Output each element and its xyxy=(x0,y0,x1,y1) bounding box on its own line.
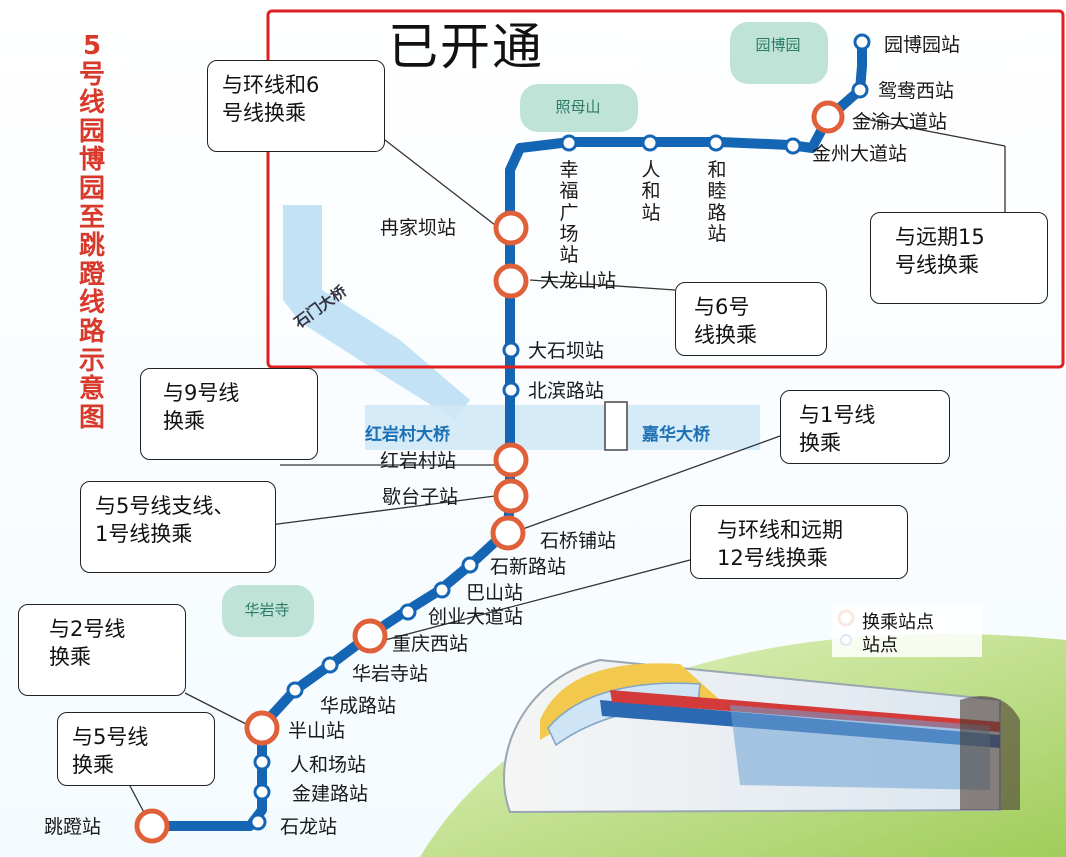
station-label: 大石坝站 xyxy=(528,340,605,362)
transfer-ring xyxy=(493,210,529,246)
park-yuanboyuan-label: 园博园 xyxy=(755,36,801,54)
station-dot xyxy=(286,681,304,699)
station-label: 红岩村站 xyxy=(380,450,457,472)
station-label: 人和场站 xyxy=(290,754,367,776)
map-title: 5号线园博园至跳蹬线路示意图 xyxy=(78,31,105,433)
station-label: 园博园站 xyxy=(884,34,961,56)
station-label: 幸福广场站 xyxy=(559,159,579,267)
station-label: 石桥铺站 xyxy=(540,530,617,552)
station-label: 石龙站 xyxy=(280,816,338,838)
station-dot xyxy=(502,341,520,359)
station-label: 创业大道站 xyxy=(428,606,524,628)
transfer-ring xyxy=(493,442,529,478)
transfer-ring xyxy=(493,263,529,299)
station-label: 金建路站 xyxy=(292,783,369,805)
transfer-ring xyxy=(134,808,170,844)
park-zhaomushan-label: 照母山 xyxy=(555,98,601,116)
park-zhaomushan-bg xyxy=(520,84,638,132)
bridge-pier xyxy=(604,401,628,451)
station-label: 鸳鸯西站 xyxy=(878,80,955,102)
callout-line1: 与1号线 换乘 xyxy=(780,390,950,464)
opened-label: 已开通 xyxy=(388,18,544,76)
station-label: 半山站 xyxy=(288,720,346,742)
station-label: 华岩寺站 xyxy=(352,663,429,685)
callout-leaders xyxy=(129,117,1006,821)
station-label: 人和站 xyxy=(641,159,661,224)
station-label: 金渝大道站 xyxy=(852,111,948,133)
bridge-jiahua-label: 嘉华大桥 xyxy=(642,425,710,445)
callout-loop-line12: 与环线和远期 12号线换乘 xyxy=(690,505,908,579)
legend: 换乘站点 站点 xyxy=(832,605,982,657)
park-yuanboyuan-bg xyxy=(730,22,828,84)
station-label: 冉家坝站 xyxy=(380,217,457,239)
station-label: 歇台子站 xyxy=(382,486,459,508)
callout-line15: 与远期15 号线换乘 xyxy=(870,212,1048,304)
callout-line5: 与5号线 换乘 xyxy=(57,712,215,786)
transfer-ring xyxy=(244,710,280,746)
transfer-ring xyxy=(490,515,526,551)
station-label: 金州大道站 xyxy=(812,143,908,165)
bridge-hongyancun-label: 红岩村大桥 xyxy=(365,425,450,445)
callout-line6: 与6号 线换乘 xyxy=(675,282,827,356)
legend-transfer-label: 换乘站点 xyxy=(862,612,934,633)
opened-section-frame xyxy=(266,9,1065,369)
train-illustration xyxy=(503,658,1020,814)
park-huayansi-bg xyxy=(222,585,314,637)
transfer-ring xyxy=(352,618,388,654)
callout-loop-line6: 与环线和6 号线换乘 xyxy=(207,60,385,152)
station-dot xyxy=(399,603,417,621)
callout-line2: 与2号线 换乘 xyxy=(18,604,186,696)
river-jiahua xyxy=(365,405,760,450)
station-markers xyxy=(249,33,871,831)
transfer-ring xyxy=(493,478,529,514)
station-dot xyxy=(641,134,659,152)
park-huayansi-label: 华岩寺 xyxy=(244,601,290,619)
station-dot xyxy=(853,33,871,51)
station-label: 石新路站 xyxy=(490,556,567,578)
station-dot xyxy=(560,134,578,152)
station-label: 跳蹬站 xyxy=(44,816,102,838)
station-label: 重庆西站 xyxy=(392,633,469,655)
station-label: 北滨路站 xyxy=(528,380,605,402)
station-dot xyxy=(707,134,725,152)
station-dot xyxy=(433,581,451,599)
transfer-ring xyxy=(811,100,845,134)
station-dot xyxy=(253,753,271,771)
station-dot xyxy=(851,81,869,99)
callout-line5branch-line1: 与5号线支线、 1号线换乘 xyxy=(80,481,276,573)
station-dot xyxy=(502,381,520,399)
legend-station-label: 站点 xyxy=(862,635,898,656)
station-label: 和睦路站 xyxy=(707,159,727,245)
station-dot xyxy=(249,813,267,831)
station-label: 华成路站 xyxy=(320,695,397,717)
station-label: 大龙山站 xyxy=(540,270,617,292)
callout-line9: 与9号线 换乘 xyxy=(140,368,318,460)
station-dot xyxy=(253,783,271,801)
station-dot xyxy=(321,656,339,674)
station-dot xyxy=(784,137,802,155)
station-label: 巴山站 xyxy=(466,582,524,604)
transfer-markers xyxy=(134,100,845,844)
station-dot xyxy=(461,556,479,574)
